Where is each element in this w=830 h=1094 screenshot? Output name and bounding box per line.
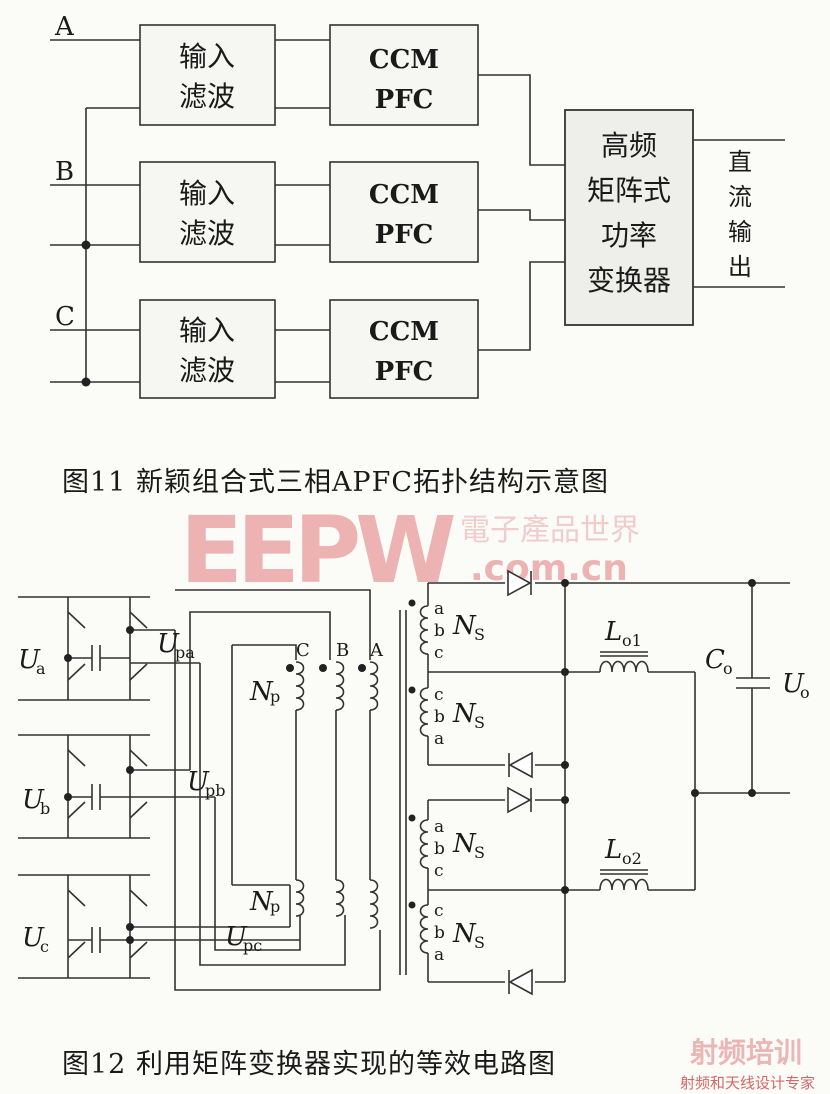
- terminal-c: C: [296, 640, 310, 661]
- converter-line1: 高频: [601, 129, 657, 162]
- switch-cell-b: [18, 734, 215, 839]
- voltage-upc-sub: pc: [243, 936, 262, 955]
- phase-label-a: A: [54, 12, 75, 42]
- fig12-caption: 图12 利用矩阵变换器实现的等效电路图: [62, 1049, 556, 1080]
- np-bottom-sub: p: [270, 897, 280, 916]
- np-top-sub: p: [270, 687, 280, 706]
- fig11-junction-dots: [81, 240, 91, 387]
- tap-4a: a: [434, 945, 444, 965]
- ns-4: N: [452, 919, 477, 949]
- voltage-upa: U: [157, 629, 180, 659]
- dc-output-2: 流: [728, 183, 752, 211]
- pfc-1-line1: CCM: [369, 45, 439, 75]
- ns-3: N: [452, 829, 477, 859]
- source-ua-sub: a: [36, 659, 46, 678]
- pfc-3-line2: PFC: [375, 357, 434, 387]
- ns-2: N: [452, 699, 477, 729]
- eepw-logo-text: EEPW: [180, 497, 454, 604]
- ns-2-sub: S: [474, 713, 485, 732]
- dc-output-1: 直: [728, 148, 752, 176]
- eepw-watermark: EEPW 電子產品世界 .com.cn: [180, 497, 640, 604]
- ns-1-sub: S: [474, 625, 485, 644]
- source-uc-sub: c: [40, 937, 49, 956]
- converter-line2: 矩阵式: [587, 174, 671, 207]
- inductor-lo1-sub: o1: [622, 631, 642, 650]
- tap-4b: b: [434, 923, 445, 943]
- ns-4-sub: S: [474, 933, 485, 952]
- voltage-upa-sub: pa: [175, 643, 195, 662]
- filter-3-line2: 滤波: [179, 354, 235, 387]
- filter-3-line1: 输入: [179, 314, 235, 347]
- corner-logo-text: 射频培训: [689, 1036, 802, 1069]
- dc-output-3: 输: [728, 218, 752, 246]
- filter-1-line1: 输入: [179, 40, 235, 73]
- fig12-junction-dots: [64, 579, 756, 944]
- fig11-caption: 图11 新颖组合式三相APFC拓扑结构示意图: [62, 467, 609, 498]
- ns-3-sub: S: [474, 843, 485, 862]
- pfc-3-line1: CCM: [369, 317, 439, 347]
- tap-4c: c: [434, 901, 444, 921]
- inductor-lo2: L: [604, 835, 622, 865]
- filter-1-line2: 滤波: [179, 80, 235, 113]
- phase-label-b: B: [55, 157, 74, 187]
- capacitor-co-sub: o: [723, 659, 733, 678]
- tap-2a: a: [434, 729, 444, 749]
- np-bottom: N: [249, 887, 274, 917]
- capacitor-co: C: [705, 645, 725, 675]
- voltage-upb: U: [187, 767, 210, 797]
- eepw-cn-text: 電子產品世界: [460, 513, 640, 548]
- tap-3c: c: [434, 861, 444, 881]
- corner-tagline-text: 射频和天线设计专家: [680, 1074, 815, 1092]
- corner-watermark: 射频培训 射频和天线设计专家: [680, 1036, 815, 1092]
- switch-cell-a: [18, 596, 200, 701]
- converter-line3: 功率: [601, 219, 657, 252]
- pfc-2-line1: CCM: [369, 180, 439, 210]
- tap-3b: b: [434, 839, 445, 859]
- voltage-upb-sub: pb: [205, 781, 225, 800]
- source-uc: U: [22, 923, 45, 953]
- pfc-1-line2: PFC: [375, 85, 434, 115]
- terminal-a: A: [369, 640, 384, 661]
- eepw-url-text: .com.cn: [470, 548, 628, 589]
- tap-3a: a: [434, 817, 444, 837]
- fig11-block-diagram: [50, 24, 785, 399]
- filter-2-line1: 输入: [179, 177, 235, 210]
- output-uo: U: [782, 669, 805, 699]
- pfc-2-line2: PFC: [375, 220, 434, 250]
- tap-2c: c: [434, 685, 444, 705]
- phase-label-c: C: [55, 302, 75, 332]
- filter-2-line2: 滤波: [179, 217, 235, 250]
- terminal-b: B: [336, 640, 349, 661]
- source-ua: U: [18, 645, 41, 675]
- source-ub-sub: b: [40, 799, 50, 818]
- output-uo-sub: o: [800, 683, 810, 702]
- np-top: N: [249, 677, 274, 707]
- inductor-lo1: L: [604, 617, 622, 647]
- tap-1a: a: [434, 599, 444, 619]
- voltage-upc: U: [225, 922, 248, 952]
- converter-line4: 变换器: [587, 264, 671, 297]
- ns-1: N: [452, 611, 477, 641]
- tap-2b: b: [434, 707, 445, 727]
- tap-1c: c: [434, 643, 444, 663]
- dc-output-4: 出: [728, 253, 752, 281]
- tap-1b: b: [434, 621, 445, 641]
- inductor-lo2-sub: o2: [622, 849, 642, 868]
- fig12-circuit: [18, 569, 790, 996]
- source-ub: U: [22, 785, 45, 815]
